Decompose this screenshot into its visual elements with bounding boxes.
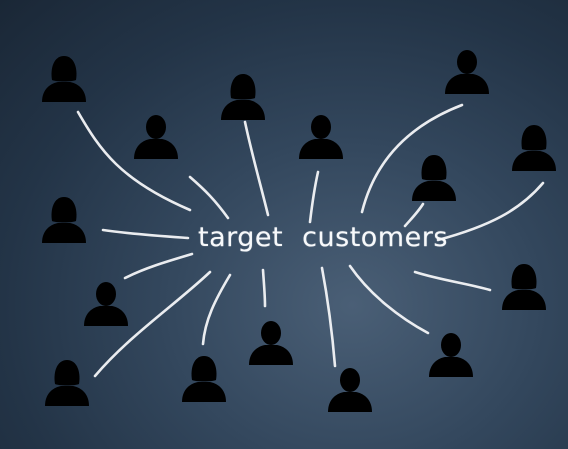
connector-line (320, 266, 337, 368)
person-silhouette-icon (182, 356, 226, 402)
person-silhouette-icon (502, 264, 546, 310)
person-silhouette-icon (84, 282, 128, 326)
connector-line (101, 228, 190, 240)
connector-line (76, 110, 192, 212)
person-silhouette-icon (42, 56, 86, 102)
connector-line (243, 120, 270, 217)
connector-line (123, 252, 194, 280)
person-silhouette-icon (512, 125, 556, 171)
person-silhouette-icon (249, 321, 293, 365)
connector-line (261, 268, 267, 308)
connector-line (413, 270, 492, 292)
central-label: target customers (198, 222, 448, 253)
connector-line (201, 273, 232, 346)
connector-line (188, 175, 230, 220)
connector-line (93, 270, 212, 378)
connector-line (436, 181, 545, 242)
connector-line (348, 264, 430, 335)
connector-line (308, 170, 320, 224)
person-silhouette-icon (45, 360, 89, 406)
person-silhouette-icon (299, 115, 343, 159)
person-silhouette-icon (429, 333, 473, 377)
person-silhouette-icon (445, 50, 489, 94)
connector-line (360, 103, 464, 214)
person-silhouette-icon (328, 368, 372, 412)
person-silhouette-icon (221, 74, 265, 120)
connector-lines (76, 103, 545, 378)
person-silhouette-icon (134, 115, 178, 159)
connector-line (403, 202, 425, 228)
person-silhouette-icon (412, 155, 456, 201)
person-silhouette-icon (42, 197, 86, 243)
